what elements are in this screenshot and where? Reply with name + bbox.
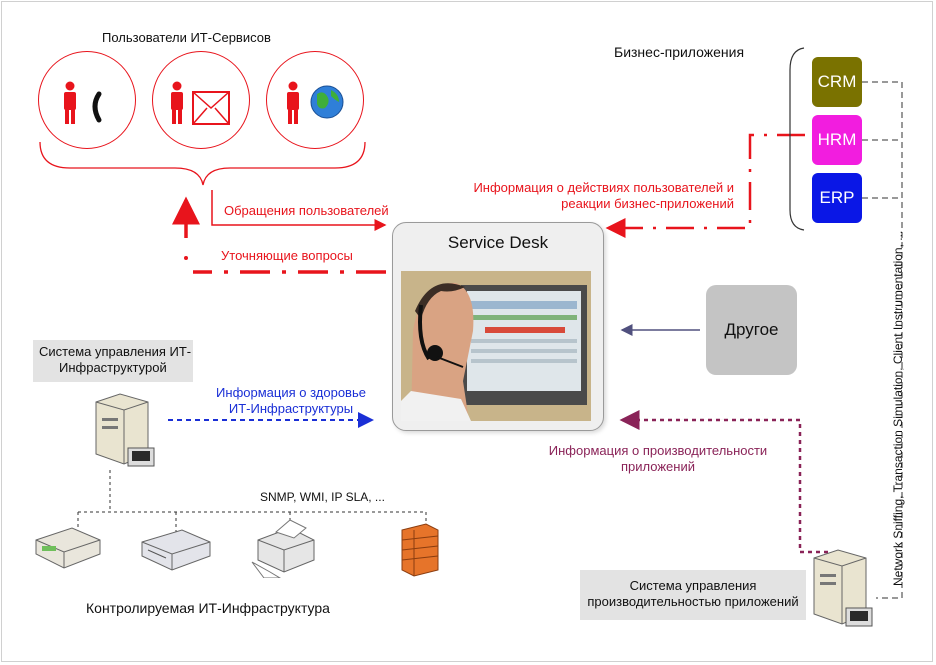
user-globe-icon: [287, 81, 344, 124]
user-mail-circle: [152, 51, 250, 149]
app-perf-label-2: приложений: [621, 459, 695, 474]
service-desk-box: Service Desk: [392, 222, 604, 431]
printer-icon: [251, 519, 315, 578]
user-actions-label-1: Информация о действиях пользователей и: [473, 180, 734, 195]
other-box: Другое: [706, 285, 797, 375]
techniques-vertical-label: Network Sniffing, Transaction Simulation…: [891, 230, 905, 586]
user-web-circle: [266, 51, 364, 149]
monitored-infra-label: Контролируемая ИТ-Инфраструктура: [86, 600, 330, 616]
infra-mgmt-box: Система управления ИТ- Инфраструктурой: [33, 340, 193, 382]
infra-health-label-2: ИТ-Инфраструктуры: [228, 401, 354, 416]
infra-mgmt-label-2: Инфраструктурой: [59, 360, 167, 375]
protocols-label: SNMP, WMI, IP SLA, ...: [260, 490, 385, 504]
operator-photo: [401, 271, 591, 421]
service-desk-title: Service Desk: [447, 233, 549, 252]
requests-label: Обращения пользователей: [224, 203, 389, 218]
infra-mgmt-label-1: Система управления ИТ-: [39, 344, 192, 359]
apm-server-icon: [813, 549, 873, 627]
clarifying-label: Уточняющие вопросы: [221, 248, 353, 263]
apm-system-label-2: производительностью приложений: [587, 594, 799, 609]
business-apps-title: Бизнес-приложения: [614, 44, 745, 60]
users-title: Пользователи ИТ-Сервисов: [102, 30, 271, 45]
user-actions-label-2: реакции бизнес-приложений: [561, 196, 734, 211]
hrm-box: HRM: [812, 115, 862, 165]
user-phone-icon: [64, 81, 102, 124]
infra-server-icon: [95, 393, 155, 467]
erp-box: ERP: [812, 173, 862, 223]
apm-system-box: Система управления производительностью п…: [580, 570, 806, 620]
user-mail-icon: [171, 81, 230, 125]
switch-icon: [35, 527, 101, 569]
user-phone-circle: [38, 51, 136, 149]
router-icon: [141, 529, 211, 571]
crm-box: CRM: [812, 57, 862, 107]
infra-health-label-1: Информация о здоровье: [216, 385, 366, 400]
firewall-icon: [401, 523, 439, 577]
apm-system-label-1: Система управления: [629, 578, 757, 593]
app-perf-label-1: Информация о производительности: [548, 443, 768, 458]
